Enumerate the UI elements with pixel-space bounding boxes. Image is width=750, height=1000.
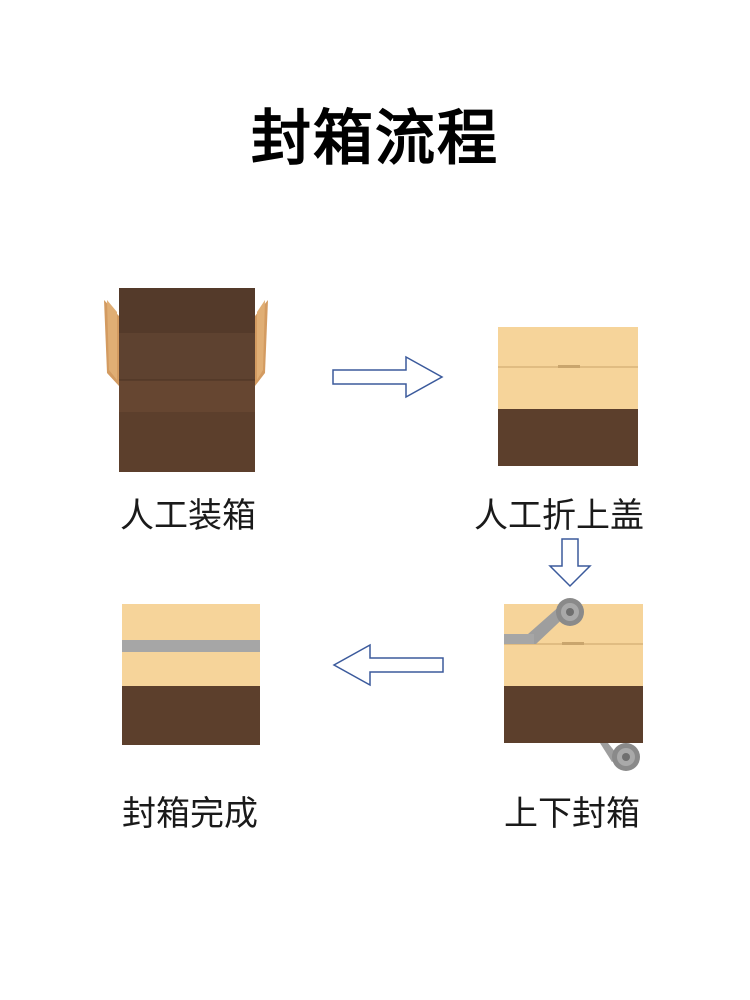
arrow-left-icon [332, 643, 444, 687]
arrow-down-icon [548, 538, 592, 588]
page-title: 封箱流程 [251, 104, 499, 174]
step-label-sealing-complete: 封箱完成 [122, 794, 258, 834]
step-label-manual-packing: 人工装箱 [120, 496, 256, 536]
step-label-fold-lid: 人工折上盖 [474, 496, 644, 536]
sealed-box-illustration [122, 604, 262, 746]
step-label-tape-sealing: 上下封箱 [504, 794, 640, 834]
taping-box-illustration [500, 596, 648, 774]
open-box-illustration [104, 288, 268, 473]
folded-lid-box-illustration [498, 327, 640, 467]
arrow-right-icon [332, 355, 444, 399]
